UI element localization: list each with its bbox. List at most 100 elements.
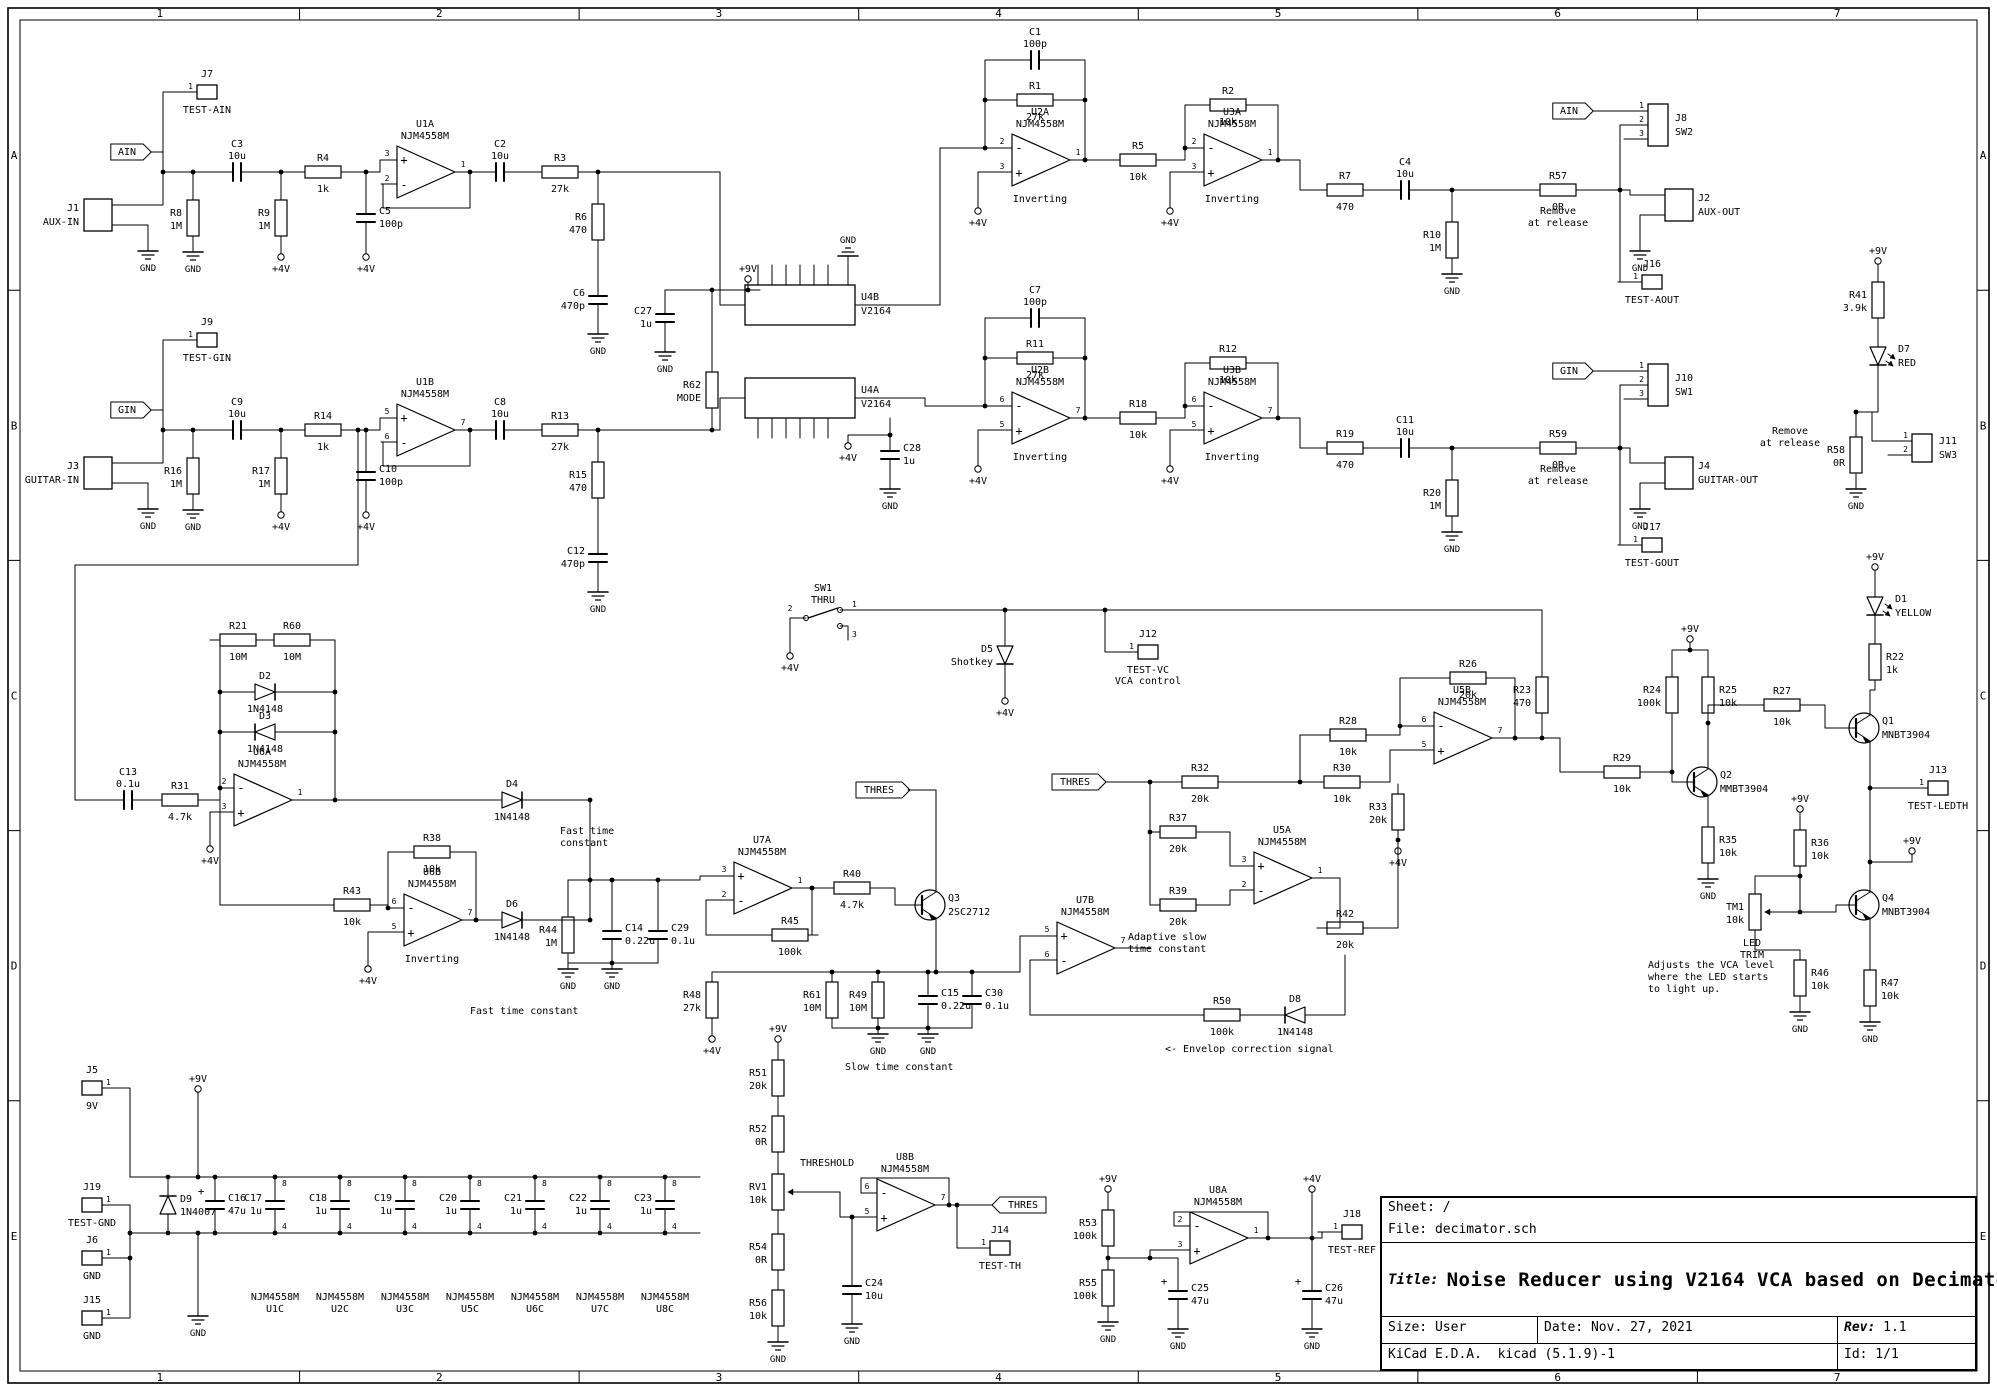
svg-text:+4V: +4V bbox=[1161, 218, 1179, 229]
svg-text:7: 7 bbox=[1121, 936, 1126, 945]
svg-text:NJM4558M: NJM4558M bbox=[381, 1292, 429, 1303]
component-THRES: THRES bbox=[1051, 773, 1113, 791]
svg-text:Slow time constant: Slow time constant bbox=[845, 1062, 953, 1073]
svg-text:C21: C21 bbox=[504, 1193, 522, 1204]
svg-text:GND: GND bbox=[1444, 545, 1460, 555]
svg-text:6: 6 bbox=[1554, 7, 1561, 20]
svg-text:5: 5 bbox=[1422, 740, 1427, 749]
svg-text:1N4148: 1N4148 bbox=[247, 744, 283, 755]
svg-text:J10: J10 bbox=[1675, 373, 1693, 384]
svg-text:1k: 1k bbox=[1886, 665, 1898, 676]
svg-text:0.1u: 0.1u bbox=[116, 779, 140, 790]
svg-text:U2C: U2C bbox=[331, 1304, 349, 1315]
svg-text:10k: 10k bbox=[343, 917, 361, 928]
svg-text:GIN: GIN bbox=[1560, 366, 1578, 377]
svg-text:6: 6 bbox=[1192, 395, 1197, 404]
svg-text:8: 8 bbox=[672, 1179, 677, 1188]
svg-text:0.22u: 0.22u bbox=[625, 936, 655, 947]
svg-text:C: C bbox=[1980, 690, 1987, 703]
svg-text:J4: J4 bbox=[1698, 461, 1710, 472]
svg-text:6: 6 bbox=[1000, 395, 1005, 404]
svg-text:J3: J3 bbox=[67, 461, 79, 472]
svg-text:R50: R50 bbox=[1213, 996, 1231, 1007]
svg-text:R5: R5 bbox=[1132, 141, 1144, 152]
sheet-date: Date: Nov. 27, 2021 bbox=[1537, 1317, 1837, 1343]
svg-text:R10: R10 bbox=[1423, 230, 1441, 241]
svg-text:1: 1 bbox=[1268, 148, 1273, 157]
svg-text:8: 8 bbox=[412, 1179, 417, 1188]
svg-text:SW1: SW1 bbox=[1675, 387, 1693, 398]
svg-text:U4A: U4A bbox=[861, 385, 879, 396]
svg-text:R44: R44 bbox=[539, 925, 557, 936]
svg-text:Q1: Q1 bbox=[1882, 716, 1894, 727]
svg-text:C1: C1 bbox=[1029, 27, 1041, 38]
svg-text:MNBT3904: MNBT3904 bbox=[1882, 730, 1930, 741]
svg-text:10k: 10k bbox=[1129, 172, 1147, 183]
svg-text:R31: R31 bbox=[171, 781, 189, 792]
svg-text:1: 1 bbox=[1633, 272, 1638, 281]
svg-text:10u: 10u bbox=[228, 151, 246, 162]
svg-text:1M: 1M bbox=[258, 479, 270, 490]
svg-text:C18: C18 bbox=[309, 1193, 327, 1204]
svg-text:R61: R61 bbox=[803, 990, 821, 1001]
svg-text:3: 3 bbox=[1639, 129, 1644, 138]
svg-text:R62: R62 bbox=[683, 380, 701, 391]
svg-text:NJM4558M: NJM4558M bbox=[1016, 119, 1064, 130]
svg-text:3: 3 bbox=[1178, 1240, 1183, 1249]
svg-text:constant: constant bbox=[560, 838, 608, 849]
svg-text:+4V: +4V bbox=[272, 264, 290, 275]
svg-text:D3: D3 bbox=[259, 711, 271, 722]
svg-text:1: 1 bbox=[1919, 778, 1924, 787]
svg-text:C15: C15 bbox=[941, 988, 959, 999]
svg-text:TEST-TH: TEST-TH bbox=[979, 1261, 1021, 1272]
svg-text:U8B: U8B bbox=[896, 1152, 914, 1163]
svg-text:10k: 10k bbox=[1339, 747, 1357, 758]
svg-text:R38: R38 bbox=[423, 833, 441, 844]
svg-text:+4V: +4V bbox=[781, 663, 799, 674]
svg-text:MNBT3904: MNBT3904 bbox=[1882, 907, 1930, 918]
date-label: Date: bbox=[1544, 1320, 1584, 1335]
svg-text:1: 1 bbox=[461, 160, 466, 169]
svg-text:R18: R18 bbox=[1129, 399, 1147, 410]
svg-text:NJM4558M: NJM4558M bbox=[1438, 697, 1486, 708]
svg-text:YELLOW: YELLOW bbox=[1895, 608, 1932, 619]
svg-text:1: 1 bbox=[106, 1308, 111, 1317]
svg-text:AUX-IN: AUX-IN bbox=[43, 217, 79, 228]
svg-text:J18: J18 bbox=[1343, 1209, 1361, 1220]
svg-text:C30: C30 bbox=[985, 988, 1003, 999]
svg-text:NJM4558M: NJM4558M bbox=[401, 389, 449, 400]
svg-text:J8: J8 bbox=[1675, 113, 1687, 124]
svg-text:1u: 1u bbox=[903, 456, 915, 467]
svg-text:+: + bbox=[737, 869, 744, 883]
svg-text:+: + bbox=[1437, 744, 1444, 758]
svg-text:-: - bbox=[1015, 399, 1022, 413]
svg-text:27k: 27k bbox=[683, 1003, 701, 1014]
svg-text:5: 5 bbox=[392, 922, 397, 931]
svg-text:J19: J19 bbox=[83, 1182, 101, 1193]
svg-text:at release: at release bbox=[1528, 218, 1588, 229]
svg-text:THRES: THRES bbox=[1008, 1200, 1038, 1211]
svg-text:1: 1 bbox=[981, 1238, 986, 1247]
svg-text:10k: 10k bbox=[1719, 848, 1737, 859]
svg-text:4: 4 bbox=[347, 1222, 352, 1231]
svg-text:THRU: THRU bbox=[811, 595, 835, 606]
svg-text:Remove: Remove bbox=[1540, 206, 1576, 217]
svg-text:1: 1 bbox=[298, 788, 303, 797]
svg-text:1u: 1u bbox=[315, 1206, 327, 1217]
svg-text:-: - bbox=[1437, 719, 1444, 733]
svg-text:U3C: U3C bbox=[396, 1304, 414, 1315]
svg-text:8: 8 bbox=[542, 1179, 547, 1188]
